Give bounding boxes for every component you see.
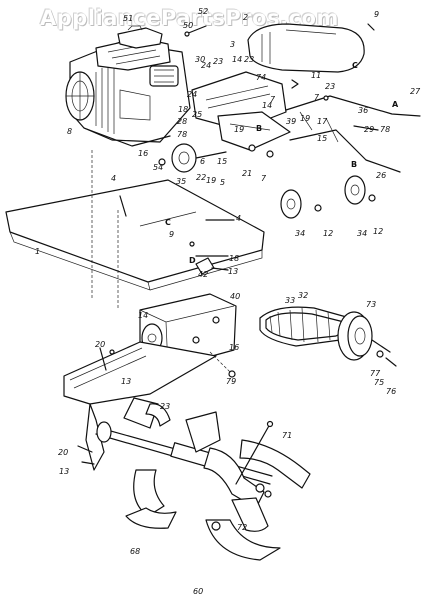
callout-c23c: 23 (325, 82, 335, 91)
callout-cD: D (189, 256, 196, 265)
callout-c6: 6 (200, 157, 205, 166)
callout-c35: 35 (176, 177, 186, 186)
callout-c2: 2 (243, 13, 248, 22)
callout-cB2: B (351, 160, 357, 169)
belt-guard (247, 23, 375, 73)
callout-c75: 75 (374, 378, 384, 387)
callout-c7c: 7 (261, 174, 267, 183)
callout-c68: 68 (130, 547, 140, 556)
callout-c50: 50 (183, 21, 193, 30)
callout-c36: 36 (358, 106, 368, 115)
callout-c74: 74 (256, 73, 266, 82)
callout-c23b: 23 (244, 55, 254, 64)
callout-c52: 52 (198, 7, 208, 16)
callout-c5: 5 (220, 178, 225, 187)
mount-plate (5, 150, 265, 310)
callout-c24a: 24 (201, 61, 211, 70)
callout-c14c: 14 (138, 311, 148, 320)
callout-c17: 17 (317, 117, 328, 126)
callout-c34a: 34 (295, 229, 305, 238)
callout-c14a: 14 (232, 55, 242, 64)
callout-c16: 16 (138, 149, 148, 158)
callout-c18a: 18 (178, 105, 188, 114)
callout-c27: 27 (410, 87, 421, 96)
callout-c33: 33 (285, 296, 295, 305)
wheel-left (280, 189, 322, 219)
callout-c78b: 78 (380, 125, 390, 134)
callout-c18b: 18 (229, 254, 239, 263)
callout-c42: 42 (198, 270, 208, 279)
callout-c13a: 13 (228, 267, 238, 276)
callout-cB1: B (256, 124, 262, 133)
callout-c7a: 7 (270, 95, 276, 104)
callout-c71: 71 (282, 431, 292, 440)
callout-c11: 11 (311, 71, 321, 80)
callout-c9a: 9 (374, 10, 379, 19)
callout-c28: 28 (177, 117, 187, 126)
callout-c22: 22 (196, 173, 206, 182)
callout-c72: 72 (237, 523, 247, 532)
wheel-right (344, 175, 376, 205)
callout-c12b: 12 (373, 227, 383, 236)
callout-c24b: 24 (187, 90, 197, 99)
callout-cC1: C (352, 61, 358, 70)
callout-c16b: 16 (229, 343, 239, 352)
callout-c13b: 13 (121, 377, 131, 386)
callout-c40: 40 (230, 292, 240, 301)
callout-c76: 76 (386, 387, 396, 396)
callout-c29: 29 (364, 125, 374, 134)
idler-pulley (158, 143, 227, 173)
callout-c4a: 4 (111, 174, 116, 183)
callout-c32: 32 (298, 291, 308, 300)
callout-c21: 21 (242, 169, 252, 178)
tine-assembly (95, 397, 311, 561)
callout-c20b: 20 (58, 448, 68, 457)
callout-c23a: 23 (213, 57, 223, 66)
transmission-pulley (337, 311, 397, 367)
callout-c15b: 15 (217, 157, 227, 166)
callout-c26: 26 (376, 171, 386, 180)
callout-c13c: 13 (59, 467, 69, 476)
callout-c77: 77 (370, 369, 381, 378)
callout-c23d: 23 (160, 402, 170, 411)
callout-c60: 60 (193, 587, 203, 596)
callout-c3: 3 (230, 40, 235, 49)
callout-cC2: C (165, 218, 171, 227)
callout-c79: 79 (226, 377, 236, 386)
callout-c34b: 34 (357, 229, 367, 238)
callout-c15a: 15 (317, 134, 327, 143)
callout-c78a: 78 (177, 130, 187, 139)
callout-c39: 39 (286, 117, 296, 126)
callout-c19a: 19 (234, 125, 244, 134)
tine-shield-frame (63, 341, 217, 471)
callout-c7b: 7 (314, 93, 320, 102)
callout-c30: 30 (195, 55, 205, 64)
callout-c20a: 20 (95, 340, 105, 349)
callout-c1: 1 (35, 247, 40, 256)
callout-c73: 73 (366, 300, 376, 309)
callout-c12a: 12 (323, 229, 333, 238)
callout-c25: 25 (192, 110, 202, 119)
callout-c54: 54 (153, 163, 163, 172)
callout-c19b: 19 (300, 114, 310, 123)
callout-c4b: 4 (236, 214, 241, 223)
callout-cA1: A (392, 100, 399, 109)
engine (65, 25, 207, 147)
control-bracket (191, 71, 421, 173)
callout-c9b: 9 (169, 230, 174, 239)
callout-c14b: 14 (262, 101, 272, 110)
callout-c51: 51 (123, 14, 133, 23)
callout-c19c: 19 (206, 176, 216, 185)
callout-c8: 8 (67, 127, 72, 136)
